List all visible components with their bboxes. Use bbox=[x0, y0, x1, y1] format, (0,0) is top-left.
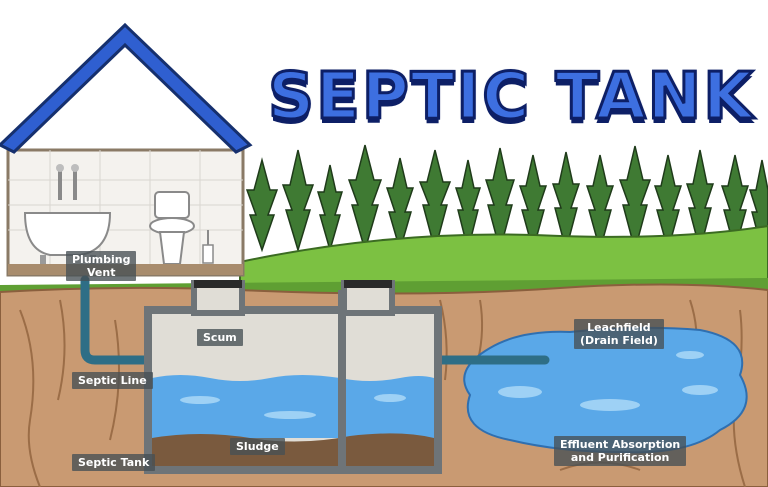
tank-divider bbox=[338, 290, 346, 468]
label-leachfield: Leachfield (Drain Field) bbox=[574, 319, 664, 349]
label-septic-line: Septic Line bbox=[72, 372, 153, 389]
septic-tank bbox=[144, 280, 442, 474]
leachfield-ripples bbox=[498, 351, 718, 411]
tank-water bbox=[152, 375, 434, 438]
label-leachfield-line2: (Drain Field) bbox=[580, 334, 658, 347]
roof bbox=[0, 22, 253, 154]
diagram-title: SEPTIC TANK bbox=[267, 59, 755, 136]
label-leachfield-line1: Leachfield bbox=[587, 321, 651, 334]
label-plumbing-vent-line1: Plumbing bbox=[72, 253, 131, 266]
label-effluent-absorption: Effluent Absorption and Purification bbox=[554, 436, 687, 466]
toilet bbox=[149, 191, 195, 265]
label-scum: Scum bbox=[197, 329, 243, 346]
toilet-brush bbox=[202, 244, 214, 264]
label-plumbing-vent: Plumbing Vent bbox=[66, 251, 137, 281]
tank-sludge bbox=[152, 433, 434, 466]
label-plumbing-vent-line2: Vent bbox=[87, 266, 116, 279]
label-effluent-line1: Effluent Absorption bbox=[560, 438, 681, 451]
septic-line-pipe bbox=[80, 275, 155, 365]
label-effluent-line2: and Purification bbox=[570, 451, 670, 464]
tree-line bbox=[245, 144, 768, 253]
label-sludge: Sludge bbox=[230, 438, 285, 455]
faucet bbox=[58, 170, 77, 200]
label-septic-tank: Septic Tank bbox=[72, 454, 156, 471]
bathtub bbox=[23, 212, 112, 256]
